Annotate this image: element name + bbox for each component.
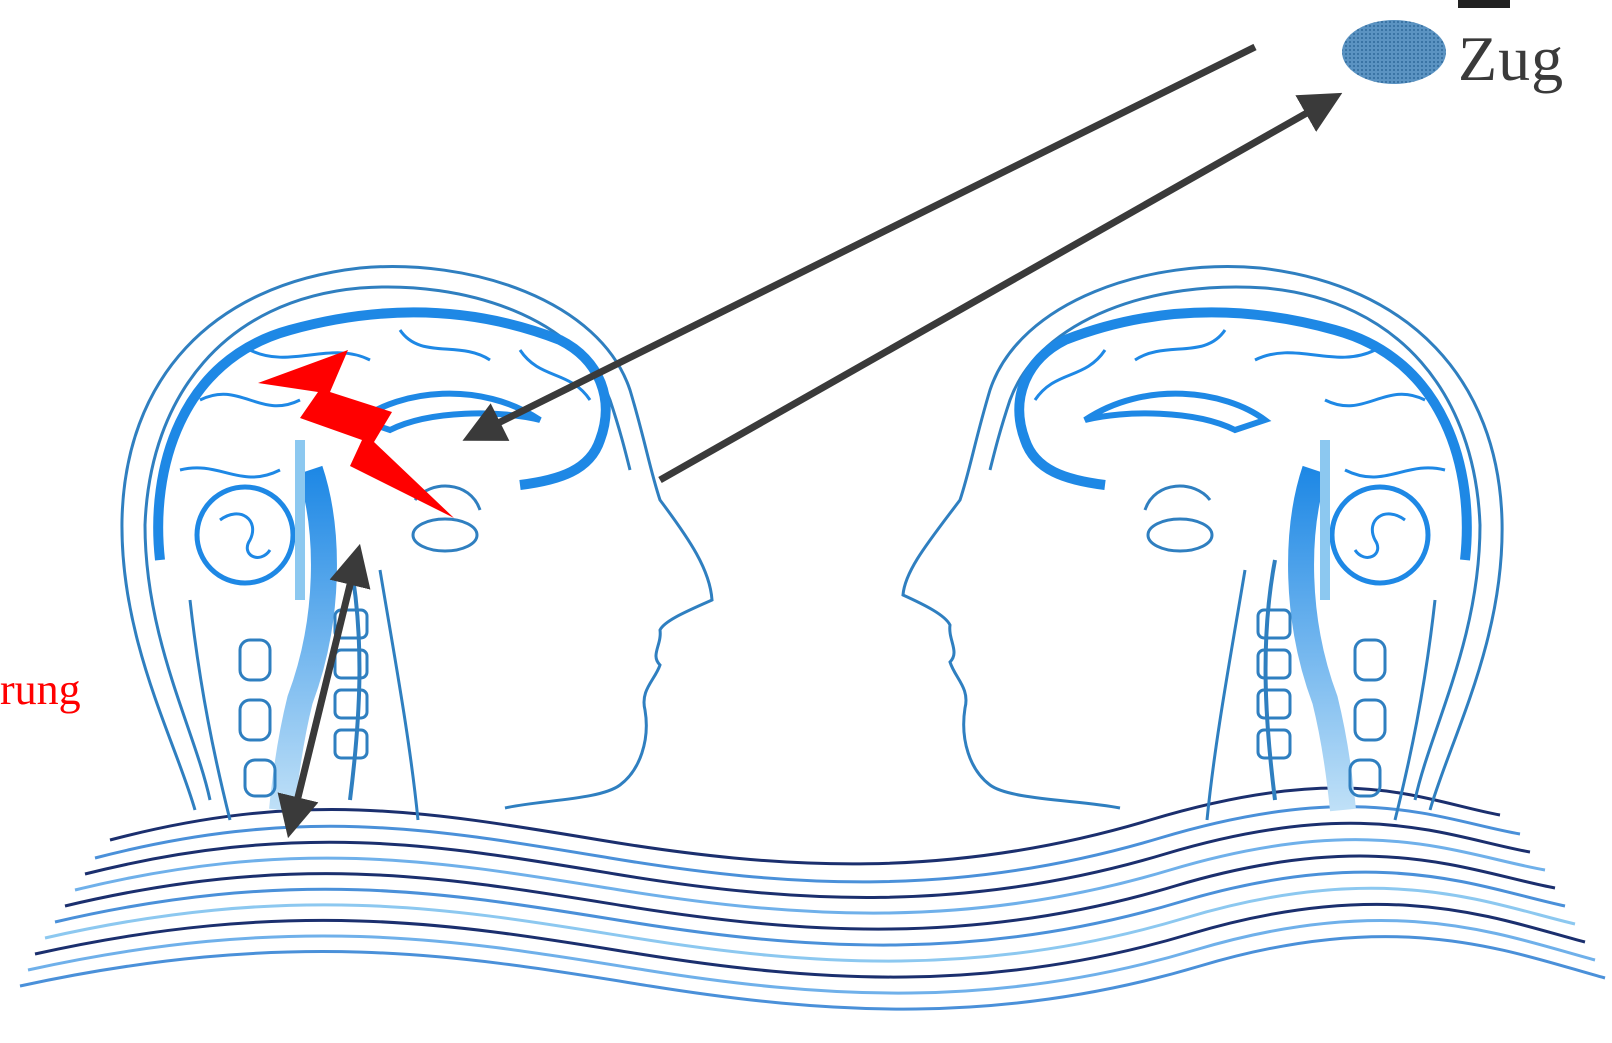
- arrow-to-brain: [470, 47, 1255, 437]
- lightning-bolt-icon: [258, 350, 454, 518]
- label-left-red: rung: [0, 664, 81, 715]
- arrows: [290, 47, 1335, 830]
- left-head: [122, 267, 712, 820]
- patterned-dot-icon: [1342, 20, 1446, 84]
- right-head: [903, 267, 1502, 820]
- label-top-right: Zug: [1458, 22, 1564, 96]
- wave-lines: [20, 788, 1605, 1009]
- header-bar-fragment: [1458, 0, 1510, 8]
